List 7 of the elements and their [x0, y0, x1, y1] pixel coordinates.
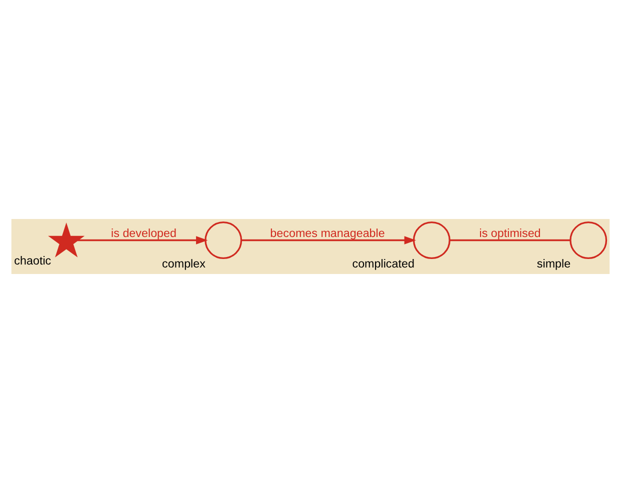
- edge-label: becomes manageable: [270, 226, 385, 240]
- edge-label: is developed: [111, 226, 176, 240]
- node-label: simple: [536, 257, 571, 270]
- edge-label: is optimised: [479, 226, 541, 240]
- node-label: complicated: [352, 257, 414, 270]
- node-label: complex: [162, 257, 206, 270]
- node-label: chaotic: [14, 254, 52, 268]
